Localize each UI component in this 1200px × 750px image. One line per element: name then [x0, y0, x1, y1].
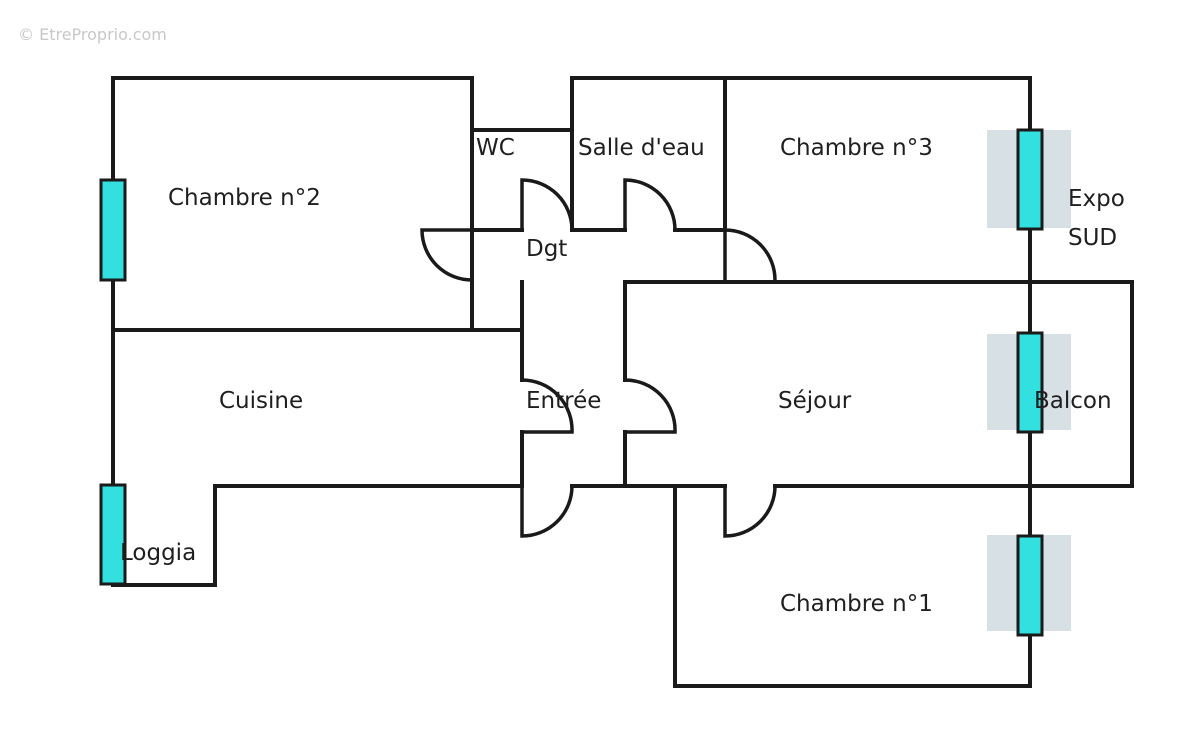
window-chambre1 [1016, 534, 1044, 637]
window-chambre2 [99, 178, 127, 282]
window-chambre3 [1016, 128, 1044, 231]
door-chambre2 [420, 228, 473, 282]
orientation-line2: SUD [1068, 225, 1117, 251]
door-chambre3 [723, 228, 777, 281]
label-dgt: Dgt [526, 236, 567, 262]
label-chambre3: Chambre n°3 [780, 135, 933, 161]
label-balcon: Balcon [1034, 388, 1112, 414]
orientation-line1: Expo [1068, 186, 1125, 212]
windows [99, 128, 1044, 637]
door-chambre1 [723, 485, 777, 538]
doors [420, 178, 777, 538]
label-cuisine: Cuisine [219, 388, 303, 414]
watermark: © EtreProprio.com [18, 25, 167, 44]
wall-sejour-balcon [723, 280, 1134, 488]
door-salle-eau [623, 178, 677, 231]
wall-west-loggia [111, 76, 524, 587]
label-chambre1: Chambre n°1 [780, 591, 933, 617]
label-sejour: Séjour [778, 388, 852, 414]
label-chambre2: Chambre n°2 [168, 185, 321, 211]
door-wc [520, 178, 574, 231]
door-entrance [520, 485, 574, 538]
window-loggia [99, 483, 127, 586]
orientation-note: Expo SUD [1068, 186, 1125, 251]
wall-sejour-west-b [623, 430, 727, 488]
label-wc: WC [476, 135, 515, 161]
room-labels: Chambre n°2 WC Salle d'eau Chambre n°3 D… [120, 135, 1112, 617]
label-entree: Entrée [526, 388, 601, 414]
label-salle-eau: Salle d'eau [578, 135, 705, 161]
window-sejour [1016, 331, 1044, 434]
door-entree-west [521, 378, 574, 434]
label-loggia: Loggia [120, 540, 196, 566]
door-sejour [624, 378, 677, 434]
walls [111, 76, 1134, 688]
wall-chambre2-top-right [111, 76, 474, 332]
